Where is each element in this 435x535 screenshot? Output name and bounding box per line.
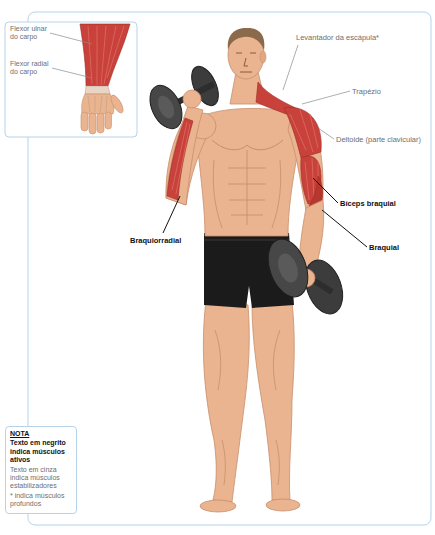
inset-forearm bbox=[89, 113, 96, 134]
frame bbox=[28, 12, 431, 525]
leader-line bbox=[163, 196, 180, 233]
inset-forearm bbox=[80, 24, 130, 134]
muscle-label: Deltoide (parte clavicular) bbox=[336, 135, 421, 144]
inset-forearm bbox=[82, 94, 114, 114]
leader-line bbox=[50, 33, 92, 44]
muscle-label: Flexor radial do carpo bbox=[10, 60, 56, 77]
note-heading: NOTA bbox=[10, 430, 72, 438]
leader-line bbox=[313, 178, 338, 203]
athlete-figure bbox=[260, 51, 266, 63]
athlete-figure bbox=[284, 107, 321, 158]
note-box: NOTATexto em negrito indica músculos ati… bbox=[5, 426, 77, 514]
note-text: Texto em negrito indica músculos ativos bbox=[10, 439, 72, 464]
athlete-figure bbox=[228, 150, 266, 225]
athlete-figure bbox=[274, 251, 301, 285]
inset-panel bbox=[5, 22, 137, 137]
leader-line bbox=[52, 68, 92, 78]
inset-forearm bbox=[88, 26, 124, 85]
muscle-label: Levantador da escápula* bbox=[296, 33, 379, 42]
inset-forearm bbox=[88, 96, 107, 112]
muscle-label: Trapézio bbox=[352, 87, 381, 96]
muscle-label: Flexor ulnar do carpo bbox=[10, 25, 56, 42]
athlete-figure bbox=[183, 90, 201, 108]
athlete-figure bbox=[200, 500, 236, 512]
muscle-label: Braquiorradial bbox=[130, 236, 181, 245]
leader-line bbox=[283, 45, 298, 90]
muscle-label: Bíceps braquial bbox=[340, 199, 396, 208]
athlete-figure bbox=[203, 300, 249, 502]
inset-forearm bbox=[105, 112, 112, 129]
inset-forearm bbox=[85, 86, 110, 94]
leader-line bbox=[163, 178, 367, 247]
leader-line bbox=[302, 91, 350, 104]
athlete-figure bbox=[172, 122, 190, 194]
note-text: * indica músculos profundos bbox=[10, 492, 72, 509]
inset-forearm bbox=[97, 113, 104, 133]
athlete-figure bbox=[167, 118, 193, 200]
frame bbox=[28, 12, 431, 525]
muscle-label: Braquial bbox=[369, 243, 399, 252]
athlete-figure bbox=[155, 93, 178, 121]
athlete-figure bbox=[290, 110, 318, 152]
athlete-figure bbox=[144, 80, 189, 134]
inset-forearm bbox=[81, 112, 88, 131]
athlete-figure bbox=[213, 160, 280, 228]
inset-panel: Flexor ulnar do carpoFlexor radial do ca… bbox=[5, 22, 137, 137]
athlete-figure bbox=[252, 302, 294, 500]
athlete-figure bbox=[261, 234, 315, 303]
athlete-figure bbox=[236, 53, 256, 72]
inset-forearm bbox=[109, 93, 126, 114]
leader-line bbox=[322, 210, 367, 247]
athlete-figure bbox=[228, 28, 265, 50]
athlete-figure bbox=[266, 499, 300, 511]
inset-panel bbox=[5, 22, 137, 137]
athlete-figure bbox=[144, 28, 350, 512]
athlete-figure bbox=[215, 330, 280, 485]
athlete-figure bbox=[212, 140, 283, 150]
note-text: Texto em cinza indica músculos estabiliz… bbox=[10, 466, 72, 491]
